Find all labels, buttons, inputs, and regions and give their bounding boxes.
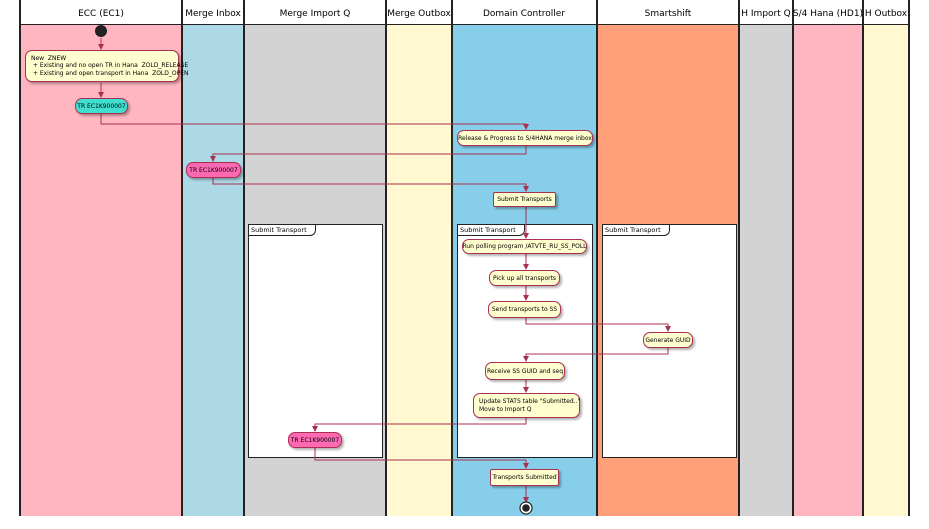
lane-border <box>738 0 740 516</box>
activity-send-transports: Send transports to SS <box>488 301 561 318</box>
lane-border <box>862 0 864 516</box>
lane-border <box>596 0 598 516</box>
lane-border <box>243 0 245 516</box>
lane-border <box>385 0 387 516</box>
activity-update-stats: Update STATS table "Submitted.." Move to… <box>473 393 580 418</box>
start-node <box>95 25 107 37</box>
frame-label: Submit Transport <box>458 225 525 236</box>
lane-h-outbox <box>863 0 909 516</box>
lane-title-merge-importq: Merge Import Q <box>279 9 351 19</box>
frame-submit-transport-importq: Submit Transport <box>248 224 383 458</box>
lane-border <box>451 0 453 516</box>
activity-transports-submitted: Transports Submitted <box>490 469 559 486</box>
header-divider <box>20 24 909 25</box>
lane-title-h-importq: H Import Q <box>741 9 791 19</box>
lane-merge-inbox <box>182 0 244 516</box>
transport-badge-ecc: TR EC1K900007 <box>75 98 128 114</box>
lane-title-s4-hana: S/4 Hana (HD1) <box>792 9 864 19</box>
activity-submit-transports: Submit Transports <box>493 192 556 207</box>
activity-pick-up-transports: Pick up all transports <box>489 270 560 286</box>
frame-submit-transport-domain: Submit Transport <box>457 224 593 458</box>
lane-title-domain-controller: Domain Controller <box>482 9 566 19</box>
lane-h-importq <box>739 0 793 516</box>
activity-release-progress: Release & Progress to S/4HANA merge inbo… <box>457 130 593 146</box>
lane-title-ecc: ECC (EC1) <box>78 9 124 19</box>
lane-title-h-outbox: H Outbox <box>864 9 908 19</box>
lane-border <box>181 0 183 516</box>
transport-badge-inbox: TR EC1K900007 <box>186 162 241 178</box>
lane-title-merge-outbox: Merge Outbox <box>387 9 451 19</box>
lane-border <box>19 0 21 516</box>
activity-new-znew: New ZNEW + Existing and no open TR in Ha… <box>25 50 189 82</box>
activity-receive-guid: Receive SS GUID and seq <box>485 362 565 380</box>
header-band <box>20 0 909 24</box>
activity-generate-guid: Generate GUID <box>643 332 693 348</box>
lane-s4-hana <box>793 0 863 516</box>
lane-title-smartshift: Smartshift <box>644 9 692 19</box>
lane-merge-outbox <box>386 0 452 516</box>
lane-border <box>792 0 794 516</box>
frame-label: Submit Transport <box>603 225 670 236</box>
activity-run-polling: Run polling program /ATVTE_RU_SS_POLL <box>462 239 587 254</box>
frame-label: Submit Transport <box>249 225 316 236</box>
lane-title-merge-inbox: Merge Inbox <box>185 9 241 19</box>
lane-border <box>908 0 910 516</box>
transport-badge-importq: TR EC1K900007 <box>288 432 342 448</box>
end-node-inner <box>522 504 530 512</box>
